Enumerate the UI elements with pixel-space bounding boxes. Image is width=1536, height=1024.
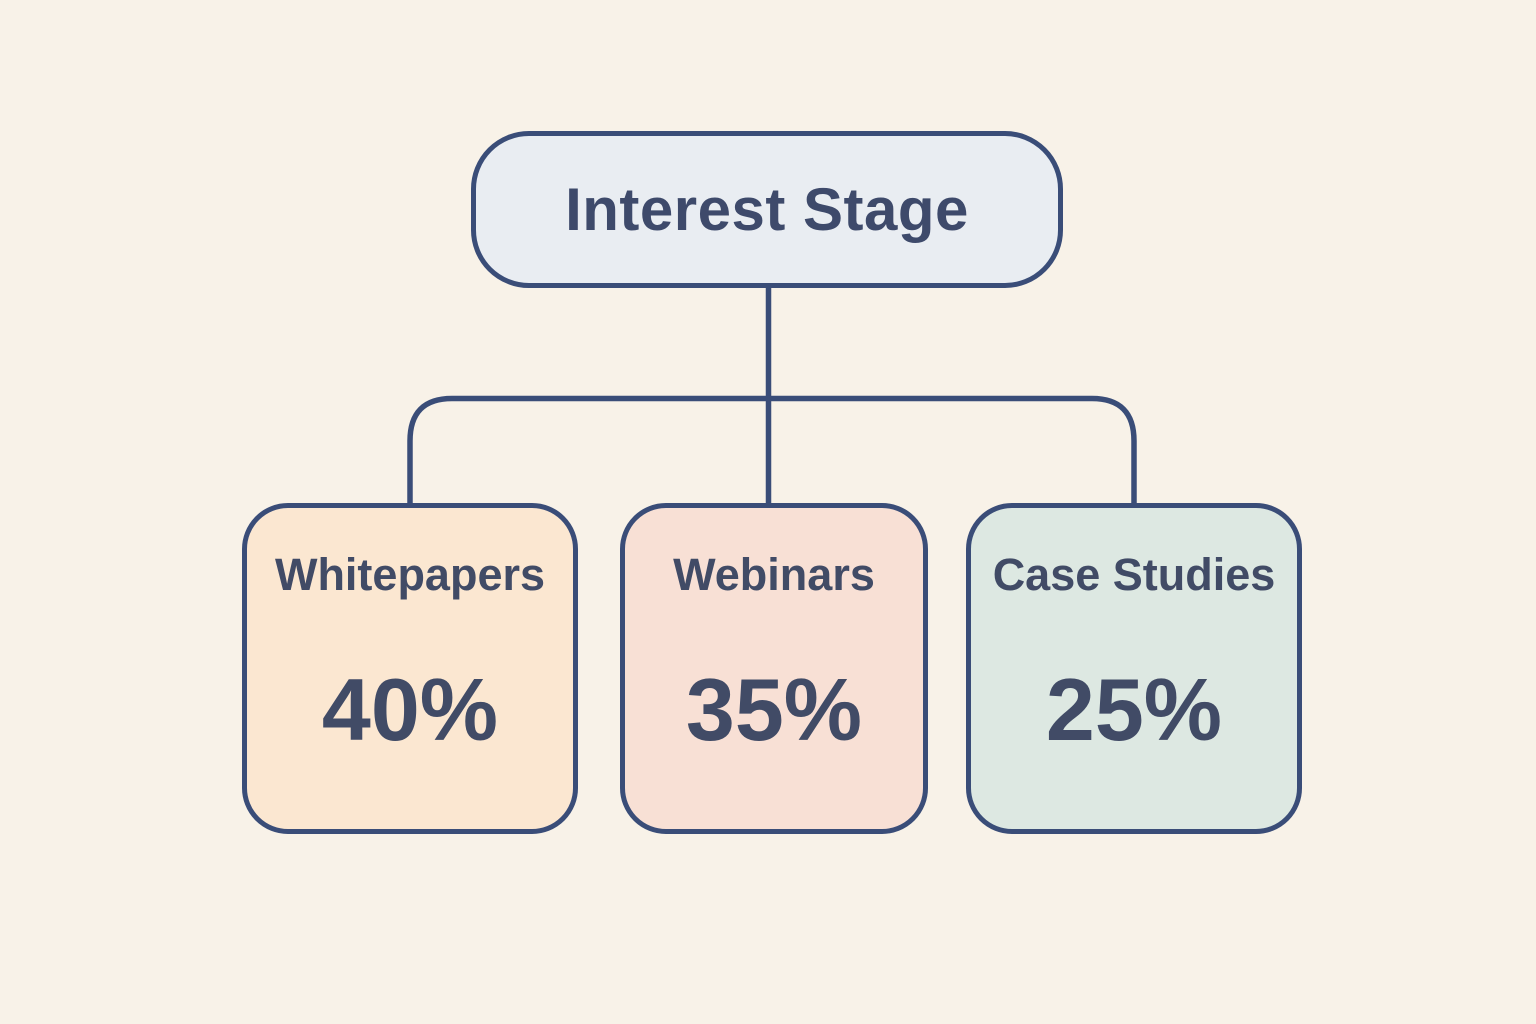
root-node-label: Interest Stage	[565, 176, 969, 243]
node-webinars: Webinars 35%	[620, 503, 928, 834]
node-whitepapers-label: Whitepapers	[274, 549, 546, 600]
node-webinars-value: 35%	[685, 660, 863, 759]
node-whitepapers: Whitepapers 40%	[242, 503, 578, 834]
node-whitepapers-value: 40%	[321, 660, 499, 759]
node-case-studies-label: Case Studies	[992, 549, 1276, 600]
root-node-interest-stage: Interest Stage	[471, 131, 1063, 288]
node-case-studies-value: 25%	[1045, 660, 1223, 759]
node-webinars-label: Webinars	[673, 549, 875, 600]
node-case-studies: Case Studies 25%	[966, 503, 1302, 834]
connector-branch-rail	[407, 395, 1137, 509]
